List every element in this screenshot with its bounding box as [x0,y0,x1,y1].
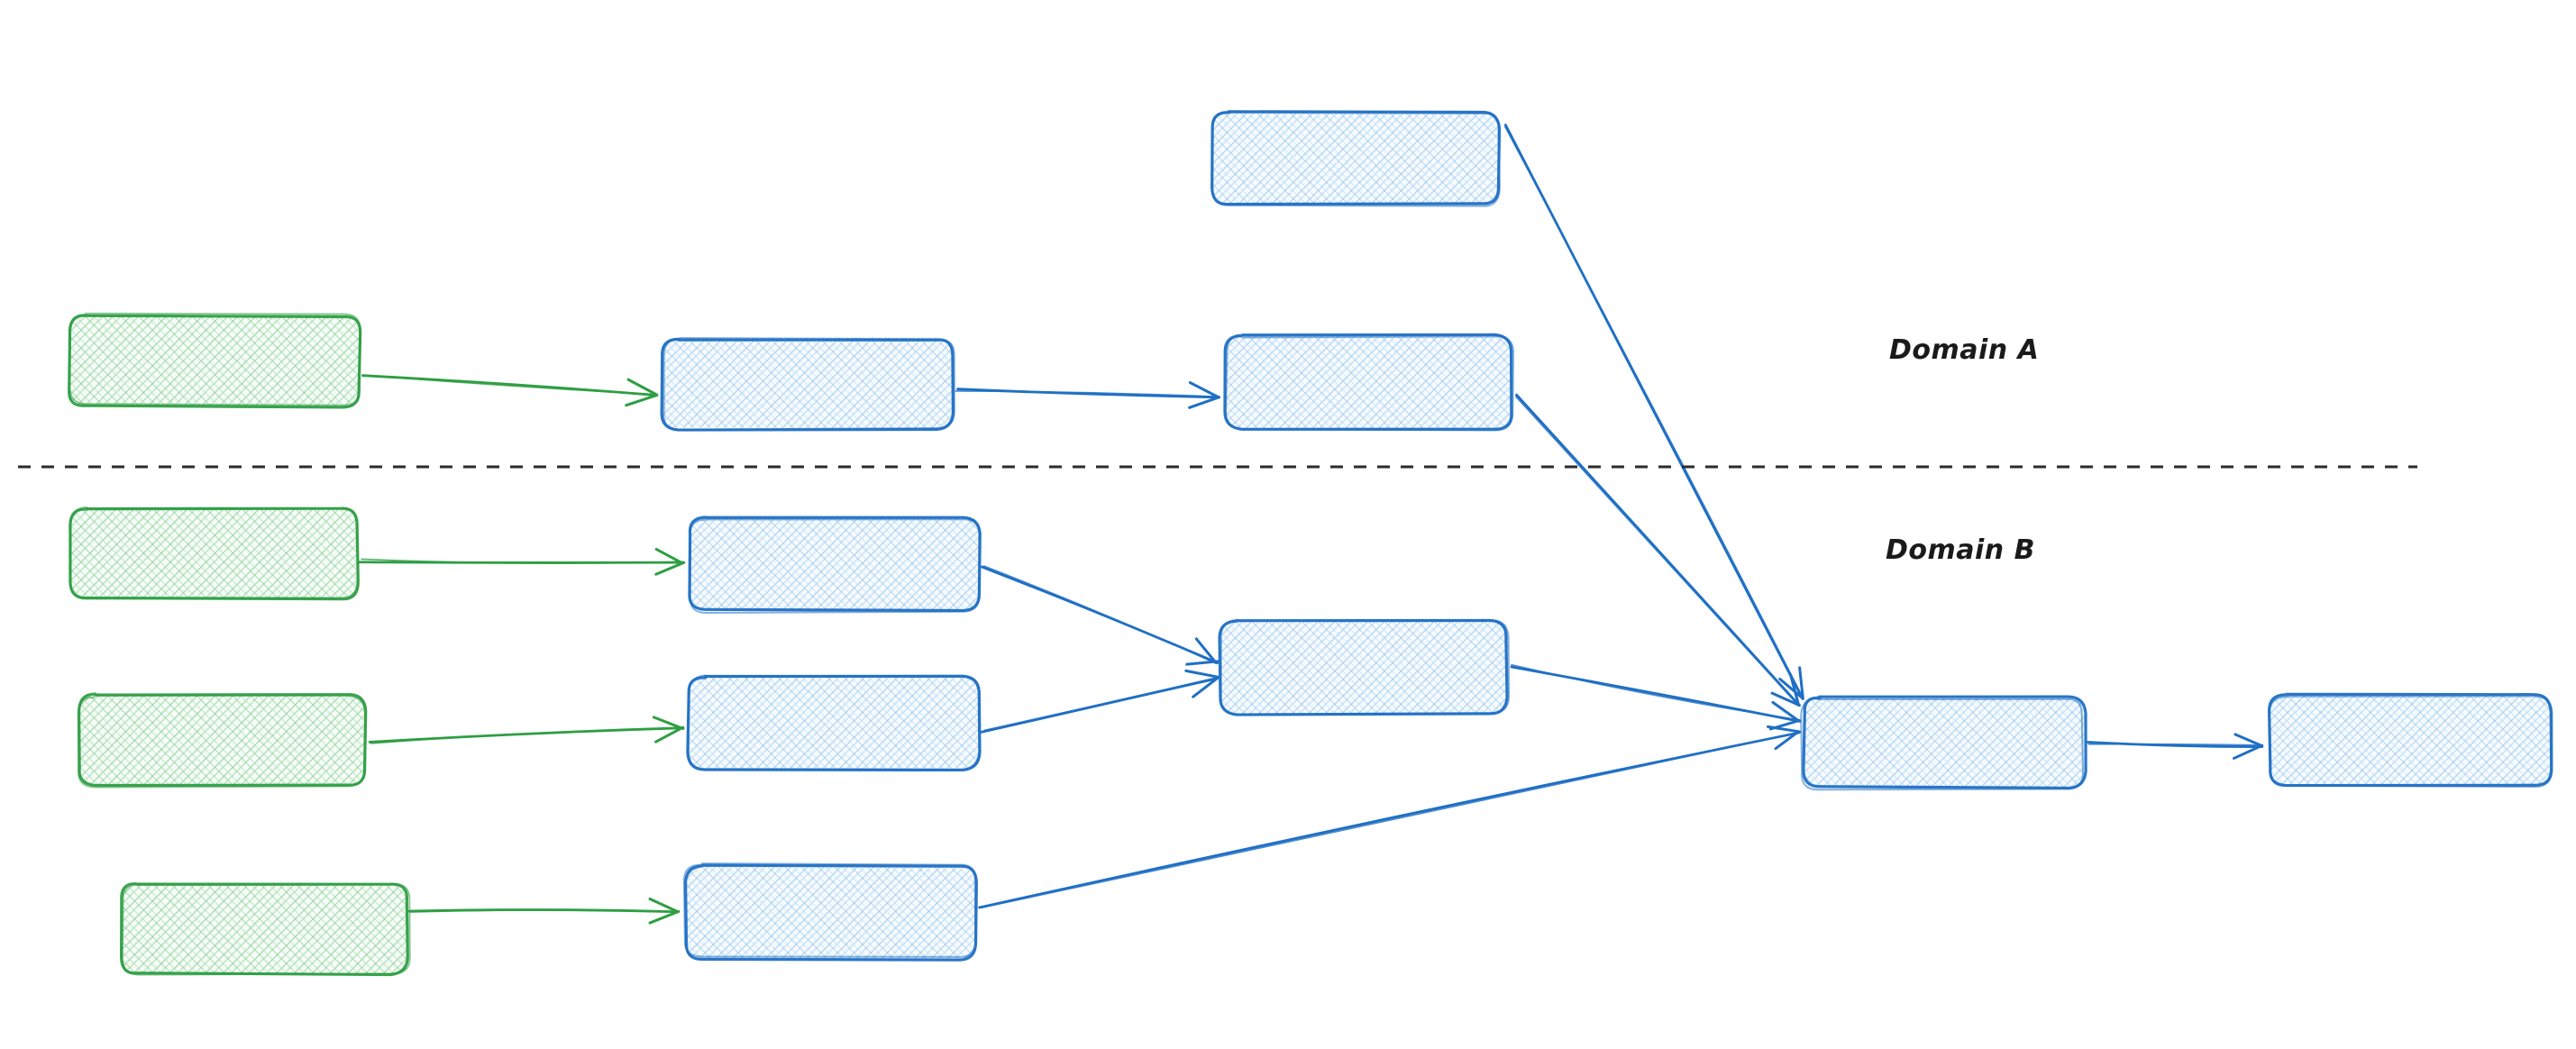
node-a-right-1[interactable] [1223,333,1515,432]
edge-arrowhead [2233,733,2263,747]
node-fill-hatch-b [121,884,408,976]
edge-arrowhead [654,547,684,565]
node-b-src-3[interactable] [120,882,411,977]
node-fill-hatch-b [79,695,367,787]
edge-e12[interactable] [2086,733,2264,760]
edge-e2[interactable] [955,381,1221,409]
edge-arrowhead [1766,725,1802,734]
edge-line-echo [370,727,685,744]
node-b-hub[interactable] [1800,695,2087,791]
node-a-mid-1[interactable] [660,337,955,432]
node-outline [1800,697,2085,791]
edge-arrowhead [1188,381,1220,399]
node-b-src-2[interactable] [77,692,368,789]
node-fill-hatch-b [689,675,980,770]
edge-arrowhead [1188,396,1221,409]
edge-line-echo [1511,663,1801,721]
edge-e10[interactable] [1510,663,1802,731]
node-outline [660,337,955,432]
node-outline [2268,695,2553,789]
edge-arrowhead [1774,730,1800,751]
node-b-out-1[interactable] [2267,692,2553,789]
node-outline [687,674,982,771]
node-outline [1211,111,1501,207]
node-outline [69,506,359,599]
node-outline [1219,618,1511,716]
node-fill-hatch-b [684,864,975,959]
edge-e5[interactable] [357,547,686,576]
edge-line-echo [361,374,657,396]
node-fill-hatch-b [1211,112,1500,205]
node-fill-hatch-b [1803,698,2085,789]
node-fill-hatch-b [1226,335,1513,429]
edge-arrowhead [1770,691,1801,707]
node-a-top-1[interactable] [1210,110,1502,207]
edge-e7[interactable] [407,897,681,925]
node-b-mid-1[interactable] [688,515,982,614]
node-outline [689,518,981,614]
edge-arrowhead [652,716,685,731]
node-b-src-1[interactable] [69,506,360,601]
edge-line [1515,393,1800,706]
node-outline [1224,335,1515,432]
node-outline [662,337,955,431]
labels-layer: Domain A Domain B [1886,334,2039,566]
node-a-src-1[interactable] [68,312,362,409]
edge-arrowhead [1192,677,1219,698]
edge-arrowhead [1185,660,1219,666]
node-outline [77,694,367,789]
edge-arrowhead [648,909,681,925]
edge-e3[interactable] [1503,123,1804,700]
edge-line-echo [983,676,1219,732]
edge-line [956,388,1220,399]
edge-e9[interactable] [980,669,1219,734]
edge-arrowhead [2232,743,2264,760]
node-outline [69,312,361,406]
node-fill-hatch-b [69,508,357,600]
edge-arrowhead [1778,678,1804,699]
edge-line-echo [1515,396,1800,707]
edge-arrowhead [1184,669,1219,679]
edge-arrowhead [625,393,659,407]
edge-line-echo [361,558,684,564]
node-outline [1802,695,2087,790]
domain-label-domain-b: Domain B [1886,534,2035,566]
node-outline [121,882,411,976]
node-fill-hatch-b [2269,695,2552,787]
edge-e8[interactable] [981,565,1219,666]
edge-arrowhead [654,561,686,576]
nodes-layer [68,110,2553,977]
node-fill-hatch-b [662,337,954,429]
node-fill-hatch-b [689,517,981,612]
edge-arrowhead [648,897,680,914]
node-b-mid-3[interactable] [682,862,978,962]
edge-arrowhead [654,725,685,743]
edge-line-echo [2087,743,2264,746]
node-fill-hatch-b [1220,621,1509,716]
node-b-join-1[interactable] [1218,618,1511,716]
domain-label-domain-a: Domain A [1889,334,2039,366]
node-b-mid-2[interactable] [686,674,982,772]
edge-arrowhead [1788,672,1801,707]
edge-line-echo [979,731,1800,909]
edge-arrowhead [626,378,658,397]
edge-e6[interactable] [368,716,685,744]
edge-line-echo [982,565,1218,665]
edge-line-echo [1503,125,1804,700]
edge-arrowhead [1771,700,1801,723]
edge-line-echo [955,390,1219,398]
edge-line-echo [409,909,680,913]
node-outline [682,862,977,958]
edges-layer [357,123,2264,925]
edge-arrowhead [1194,637,1218,664]
edge-e11[interactable] [978,725,1802,909]
node-fill-hatch-b [69,315,361,406]
edge-e4[interactable] [1515,393,1801,707]
edge-e1[interactable] [361,374,659,407]
edge-line [2086,741,2264,748]
edge-arrowhead [1798,666,1804,699]
